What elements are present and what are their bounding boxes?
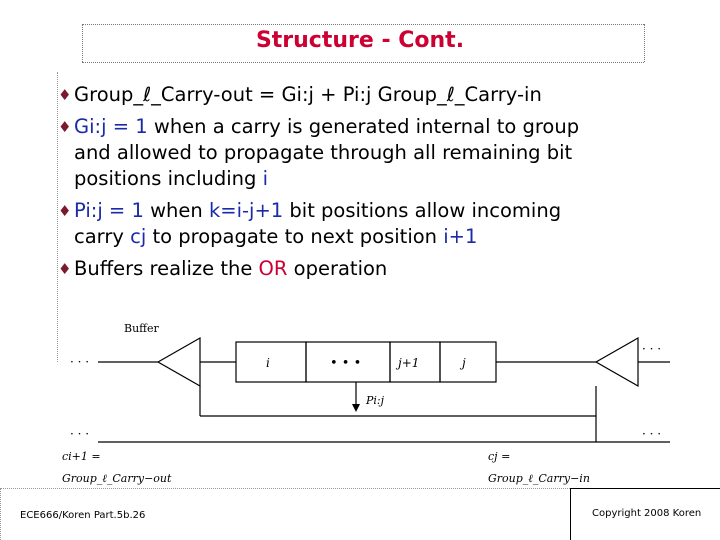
slide-title: Structure - Cont. <box>255 28 465 53</box>
bullet-diamond-icon: ♦ <box>58 202 72 220</box>
ci1-label: ci+1 = <box>62 450 101 463</box>
cj-label: cj = <box>488 450 510 463</box>
bullet-diamond-icon: ♦ <box>58 86 72 104</box>
bullet-text: i <box>262 167 269 190</box>
cell-i <box>235 341 307 383</box>
pij-arrow-head <box>352 404 360 412</box>
bullet-text: k=i-j+1 <box>208 199 284 222</box>
bullet-item: ♦Group_ℓ_Carry-out = Gi:j + Pi:j Group_ℓ… <box>58 82 708 108</box>
bullet-text: Buffers realize the <box>74 257 259 280</box>
bullet-text: Gi:j = 1 <box>74 115 148 138</box>
right-buffer-icon <box>594 336 639 388</box>
right-dots-top: · · · <box>642 342 661 356</box>
bullet-item: ♦Buffers realize the OR operation <box>58 256 708 282</box>
bullet-text: carry <box>74 225 131 248</box>
carry-out-label: Group_ℓ_Carry−out <box>62 472 172 485</box>
bullet-text: when <box>143 199 209 222</box>
bullet-item: ♦Pi:j = 1 when k=i-j+1 bit positions all… <box>58 198 708 250</box>
bullet-line: Gi:j = 1 when a carry is generated inter… <box>74 114 708 140</box>
bullet-text: to propagate to next position <box>146 225 444 248</box>
bullet-text: Group_ℓ_Carry-out = Gi:j + Pi:j Group_ℓ_… <box>74 83 542 106</box>
left-buffer-icon <box>156 336 201 388</box>
bullet-line: and allowed to propagate through all rem… <box>74 140 708 166</box>
footer-divider <box>570 488 571 540</box>
carry-diagram: Buffer · · · · · · i • • • j+1 j Pi:j · … <box>62 322 670 485</box>
cell-dots-label: • • • <box>330 356 361 371</box>
footer-left-edge <box>0 488 1 540</box>
bullet-text: and allowed to propagate through all rem… <box>74 141 573 164</box>
bullet-line: Group_ℓ_Carry-out = Gi:j + Pi:j Group_ℓ_… <box>74 82 708 108</box>
cell-j <box>439 341 497 383</box>
bullet-text: when a carry is generated internal to gr… <box>147 115 580 138</box>
bullet-list: ♦Group_ℓ_Carry-out = Gi:j + Pi:j Group_ℓ… <box>58 82 708 288</box>
cell-j-label: j <box>459 356 466 370</box>
bullet-text: i+1 <box>443 225 478 248</box>
bullet-text: operation <box>287 257 388 280</box>
bullet-item: ♦Gi:j = 1 when a carry is generated inte… <box>58 114 708 192</box>
bullet-line: Buffers realize the OR operation <box>74 256 708 282</box>
left-dots-top: · · · <box>70 355 89 369</box>
left-margin-rule <box>57 72 58 362</box>
bullet-text: positions including <box>74 167 263 190</box>
bullet-diamond-icon: ♦ <box>58 260 72 278</box>
pij-label: Pi:j <box>365 394 385 407</box>
title-right-tick <box>644 24 645 62</box>
bullet-diamond-icon: ♦ <box>58 118 72 136</box>
bullet-line: Pi:j = 1 when k=i-j+1 bit positions allo… <box>74 198 708 224</box>
left-dots-bottom: · · · <box>70 427 89 441</box>
bullet-line: positions including i <box>74 166 708 192</box>
title-left-tick <box>82 24 83 62</box>
footer-rule-left <box>0 488 570 489</box>
bullet-text: cj <box>130 225 147 248</box>
footer-course-label: ECE666/Koren Part.5b.26 <box>20 510 146 521</box>
cell-j-plus-1-label: j+1 <box>395 356 419 370</box>
right-dots-bottom: · · · <box>642 427 661 441</box>
carry-in-label: Group_ℓ_Carry−in <box>488 472 590 485</box>
bullet-line: carry cj to propagate to next position i… <box>74 224 708 250</box>
footer-copyright: Copyright 2008 Koren <box>592 508 702 519</box>
cell-i-label: i <box>266 356 270 370</box>
title-top-rule <box>82 24 644 25</box>
bullet-text: Pi:j = 1 <box>74 199 144 222</box>
footer-rule-right <box>570 488 720 489</box>
bullet-text: bit positions allow incoming <box>283 199 562 222</box>
buffer-label: Buffer <box>124 322 159 335</box>
bullet-text: OR <box>258 257 288 280</box>
title-bottom-rule <box>82 62 644 63</box>
